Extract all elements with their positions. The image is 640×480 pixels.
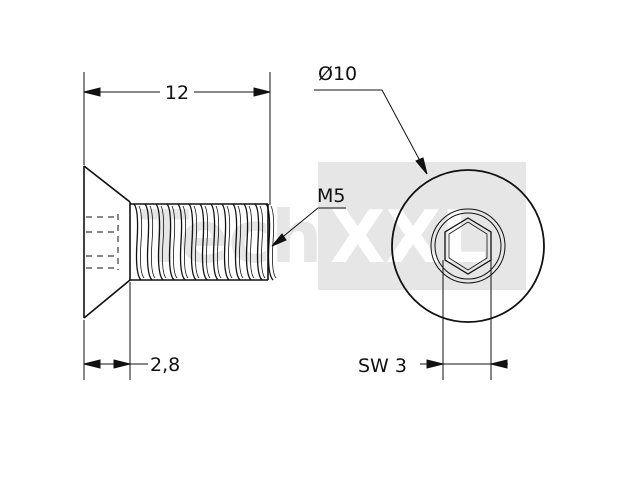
thread-flank-inner bbox=[226, 205, 233, 279]
thread-flank-inner bbox=[160, 205, 167, 279]
thread-label: M5 bbox=[317, 185, 345, 207]
hex-socket bbox=[444, 217, 492, 275]
thread-flank-inner bbox=[193, 205, 200, 279]
watermark-right-letters: XXL bbox=[330, 195, 487, 279]
thread-flank-inner bbox=[237, 205, 244, 279]
thread-flank bbox=[144, 203, 153, 281]
arrow-left bbox=[83, 87, 101, 97]
thread-flank bbox=[265, 203, 274, 281]
head-arrow-right bbox=[113, 359, 131, 369]
thread-flank-inner bbox=[149, 205, 156, 279]
diameter-label: Ø10 bbox=[318, 63, 357, 85]
thread-flank bbox=[188, 203, 197, 281]
dim-socket bbox=[420, 260, 508, 380]
dim-length bbox=[83, 72, 271, 205]
screw-end-view bbox=[391, 169, 545, 323]
thread-flank bbox=[232, 203, 241, 281]
socket-outer-circle bbox=[430, 208, 506, 284]
thread-flank-inner bbox=[138, 205, 145, 279]
thread-leader-arrow bbox=[271, 233, 287, 247]
thread-flank bbox=[210, 203, 219, 281]
watermark-left-letters: Tech bbox=[140, 195, 322, 279]
thread-flank bbox=[254, 203, 263, 281]
watermark: Tech XXL bbox=[140, 162, 526, 290]
dim-head-diameter bbox=[314, 89, 428, 175]
head-arrow-left bbox=[83, 359, 101, 369]
thread-flank-inner bbox=[204, 205, 211, 279]
arrow-right bbox=[253, 87, 271, 97]
thread-flank bbox=[166, 203, 175, 281]
thread-flank-inner bbox=[182, 205, 189, 279]
length-label: 12 bbox=[165, 82, 189, 104]
hex-socket-inner bbox=[448, 221, 488, 271]
diameter-leader-arrow bbox=[415, 157, 428, 175]
thread-flank-inner bbox=[270, 205, 277, 279]
thread-flank bbox=[199, 203, 208, 281]
countersunk-head bbox=[83, 165, 131, 319]
thread-flank bbox=[133, 203, 142, 281]
dim-head-height bbox=[83, 282, 148, 380]
socket-inner-circle bbox=[434, 212, 502, 280]
thread-flank-inner bbox=[215, 205, 222, 279]
diameter-leader bbox=[381, 89, 427, 173]
screw-side-view bbox=[83, 165, 277, 319]
socket-arrow-left bbox=[426, 359, 444, 369]
head-outline-circle bbox=[391, 169, 545, 323]
socket-size-label: SW 3 bbox=[358, 355, 407, 377]
thread-flank-inner bbox=[248, 205, 255, 279]
thread-flank-inner bbox=[171, 205, 178, 279]
thread-flank-inner bbox=[259, 205, 266, 279]
head-height-label: 2,8 bbox=[150, 354, 180, 376]
thread-flank bbox=[221, 203, 230, 281]
thread-flank bbox=[155, 203, 164, 281]
dim-thread bbox=[271, 207, 346, 247]
thread-flank bbox=[243, 203, 252, 281]
thread-flanks bbox=[133, 203, 277, 281]
thread-flank bbox=[177, 203, 186, 281]
hidden-socket bbox=[86, 214, 119, 270]
socket-arrow-right bbox=[490, 359, 508, 369]
